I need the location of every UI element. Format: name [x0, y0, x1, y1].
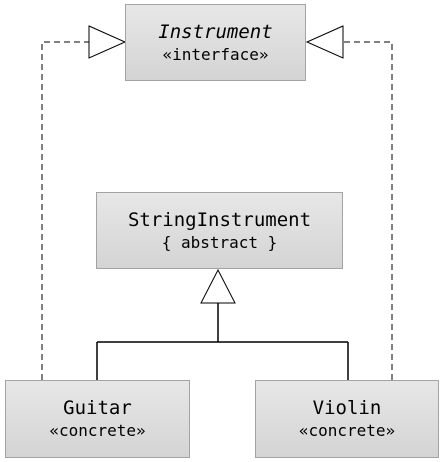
- string-instrument-node: StringInstrument { abstract }: [96, 192, 343, 269]
- realization-arrowhead-left: [88, 25, 127, 59]
- string-instrument-name: StringInstrument: [127, 208, 312, 231]
- instrument-node: Instrument «interface»: [125, 4, 306, 81]
- violin-node: Violin «concrete»: [255, 380, 439, 458]
- string-instrument-stereotype: { abstract }: [161, 232, 278, 252]
- generalization-arrowhead: [200, 268, 236, 304]
- realization-line-guitar: [41, 41, 89, 380]
- guitar-stereotype: «concrete»: [49, 421, 146, 440]
- guitar-node: Guitar «concrete»: [5, 380, 190, 458]
- instrument-name: Instrument: [158, 20, 273, 43]
- violin-stereotype: «concrete»: [298, 421, 396, 440]
- realization-arrowhead-right: [305, 25, 344, 59]
- instrument-stereotype: «interface»: [162, 44, 269, 64]
- violin-name: Violin: [312, 397, 382, 419]
- realization-line-violin: [343, 41, 393, 380]
- guitar-name: Guitar: [63, 397, 132, 419]
